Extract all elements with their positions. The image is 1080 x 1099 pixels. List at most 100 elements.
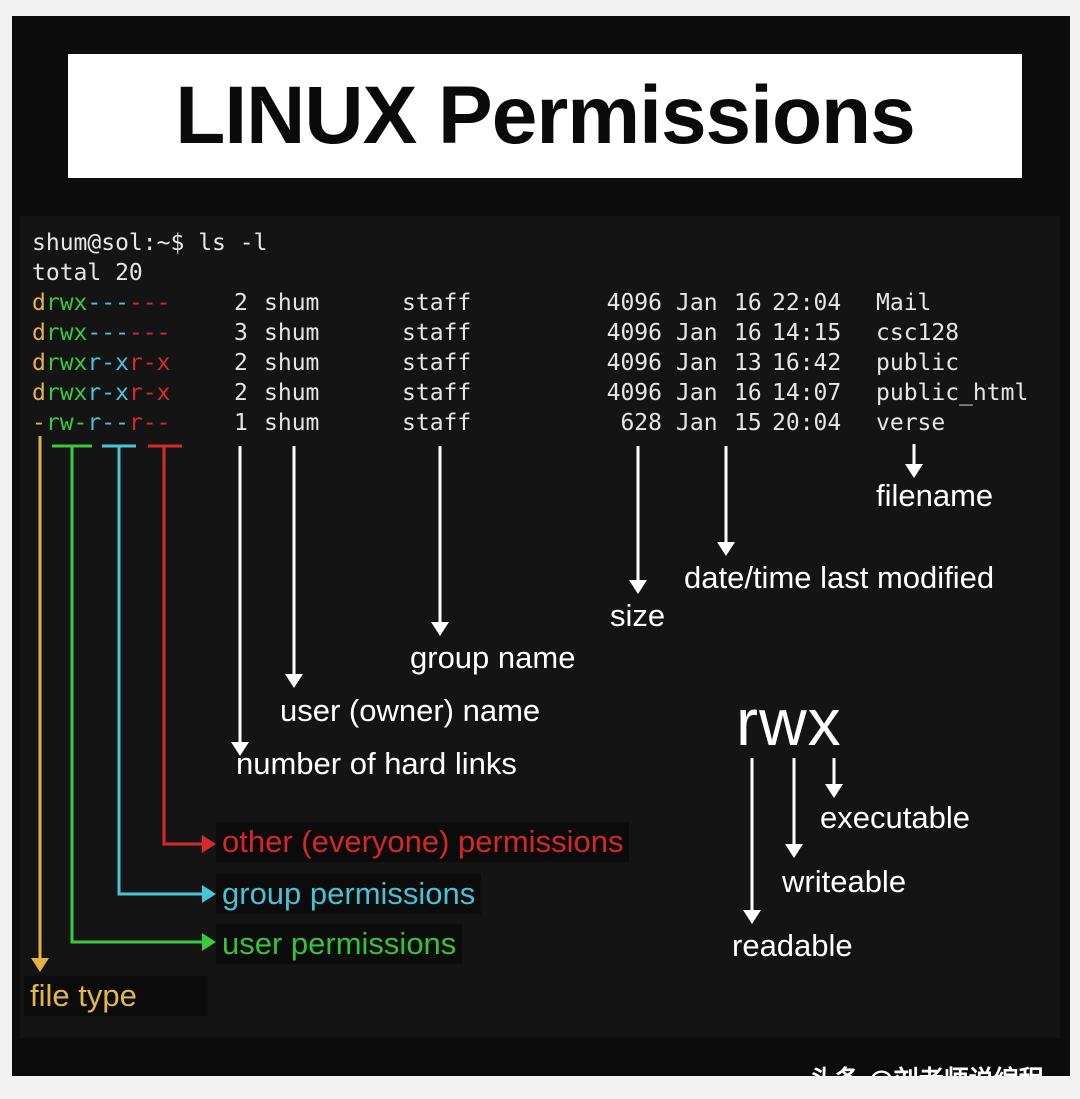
label-datetime: date/time last modified [684,560,995,595]
row-filename: public_html [876,380,1029,406]
row-time: 22:04 [772,290,842,316]
row-day: 16 [734,320,762,346]
arrow-user-head [202,933,216,951]
row-month: Jan [676,380,718,406]
diagram-frame: LINUX Permissions shum@sol:~$ ls -l tota… [12,16,1070,1076]
row-size: 4096 [606,350,662,376]
arrow-group-head [202,885,216,903]
row-day: 16 [734,290,762,316]
label-user-permissions: user permissions [216,924,463,964]
arrow-user-line [70,446,202,944]
label-owner-name: user (owner) name [280,693,541,728]
terminal-total: total 20 [32,260,143,286]
row-owner: shum [264,410,320,436]
label-executable: executable [820,800,970,835]
row-group: staff [402,380,472,406]
row-group: staff [402,350,472,376]
terminal-prompt: shum@sol:~$ [32,230,185,256]
arrow-group-name-head [431,622,449,636]
perm-user: rwx [45,320,88,346]
row-permissions: drwxr-xr-x [32,378,171,408]
row-permissions: -rw-r--r-- [32,408,171,438]
row-filename: verse [876,410,946,436]
row-month: Jan [676,410,718,436]
row-permissions: drwx------ [32,318,171,348]
row-size: 628 [620,410,662,436]
arrow-group-line [117,446,202,896]
row-time: 14:15 [772,320,842,346]
perm-group: --- [87,320,129,346]
perm-group: r-- [87,410,129,436]
perm-group: r-x [87,380,129,406]
label-readable: readable [732,928,853,963]
label-filename: filename [876,478,994,513]
rwx-heading: rwx [736,685,842,759]
label-group-permissions: group permissions [216,874,482,914]
perm-other: r-x [128,380,171,406]
row-time: 14:07 [772,380,842,406]
row-owner: shum [264,380,320,406]
row-month: Jan [676,290,718,316]
watermark: 头条 @刘老师说编程 [810,1060,1044,1076]
perm-other: --- [128,320,171,346]
arrow-owner-head [285,674,303,688]
perm-user: rw- [45,410,88,436]
row-filename: Mail [876,290,932,316]
arrow-datetime-head [717,542,735,556]
row-size: 4096 [606,290,662,316]
label-group-name: group name [410,640,576,675]
row-time: 16:42 [772,350,842,376]
row-day: 16 [734,380,762,406]
row-filename: csc128 [876,320,960,346]
row-links: 2 [234,350,248,376]
page-title: LINUX Permissions [175,70,915,161]
title-banner: LINUX Permissions [68,54,1022,178]
perm-type: d [32,350,46,376]
row-links: 2 [234,290,248,316]
perm-user: rwx [45,380,88,406]
row-permissions: drwx------ [32,288,171,318]
row-links: 2 [234,380,248,406]
perm-user: rwx [45,350,88,376]
row-permissions: drwxr-xr-x [32,348,171,378]
row-group: staff [402,320,472,346]
arrow-readable-head [743,910,761,924]
arrow-size-head [629,580,647,594]
perm-other: r-x [128,350,171,376]
arrow-file-type-head [31,958,49,972]
arrow-executable-head [825,784,843,798]
arrow-writeable-head [785,844,803,858]
label-size: size [610,598,666,633]
row-filename: public [876,350,960,376]
row-time: 20:04 [772,410,842,436]
annotation-arrows [31,436,923,972]
row-group: staff [402,410,472,436]
label-hard-links: number of hard links [236,746,517,781]
perm-other: r-- [128,410,171,436]
perm-type: - [32,410,46,436]
terminal-panel [20,216,1060,1038]
perm-group: --- [87,290,129,316]
row-month: Jan [676,320,718,346]
terminal-prompt-line: shum@sol:~$ ls -l [32,228,267,258]
row-owner: shum [264,320,320,346]
row-size: 4096 [606,320,662,346]
row-owner: shum [264,290,320,316]
arrow-filename-head [905,464,923,478]
row-group: staff [402,290,472,316]
perm-group: r-x [87,350,129,376]
perm-user: rwx [45,290,88,316]
perm-type: d [32,290,46,316]
row-links: 3 [234,320,248,346]
perm-type: d [32,380,46,406]
perm-other: --- [128,290,171,316]
row-day: 13 [734,350,762,376]
perm-type: d [32,320,46,346]
row-owner: shum [264,350,320,376]
arrow-other-head [202,835,216,853]
row-month: Jan [676,350,718,376]
row-links: 1 [234,410,248,436]
label-writeable: writeable [782,864,907,899]
arrow-other-line [162,446,202,846]
label-file-type: file type [24,976,207,1016]
